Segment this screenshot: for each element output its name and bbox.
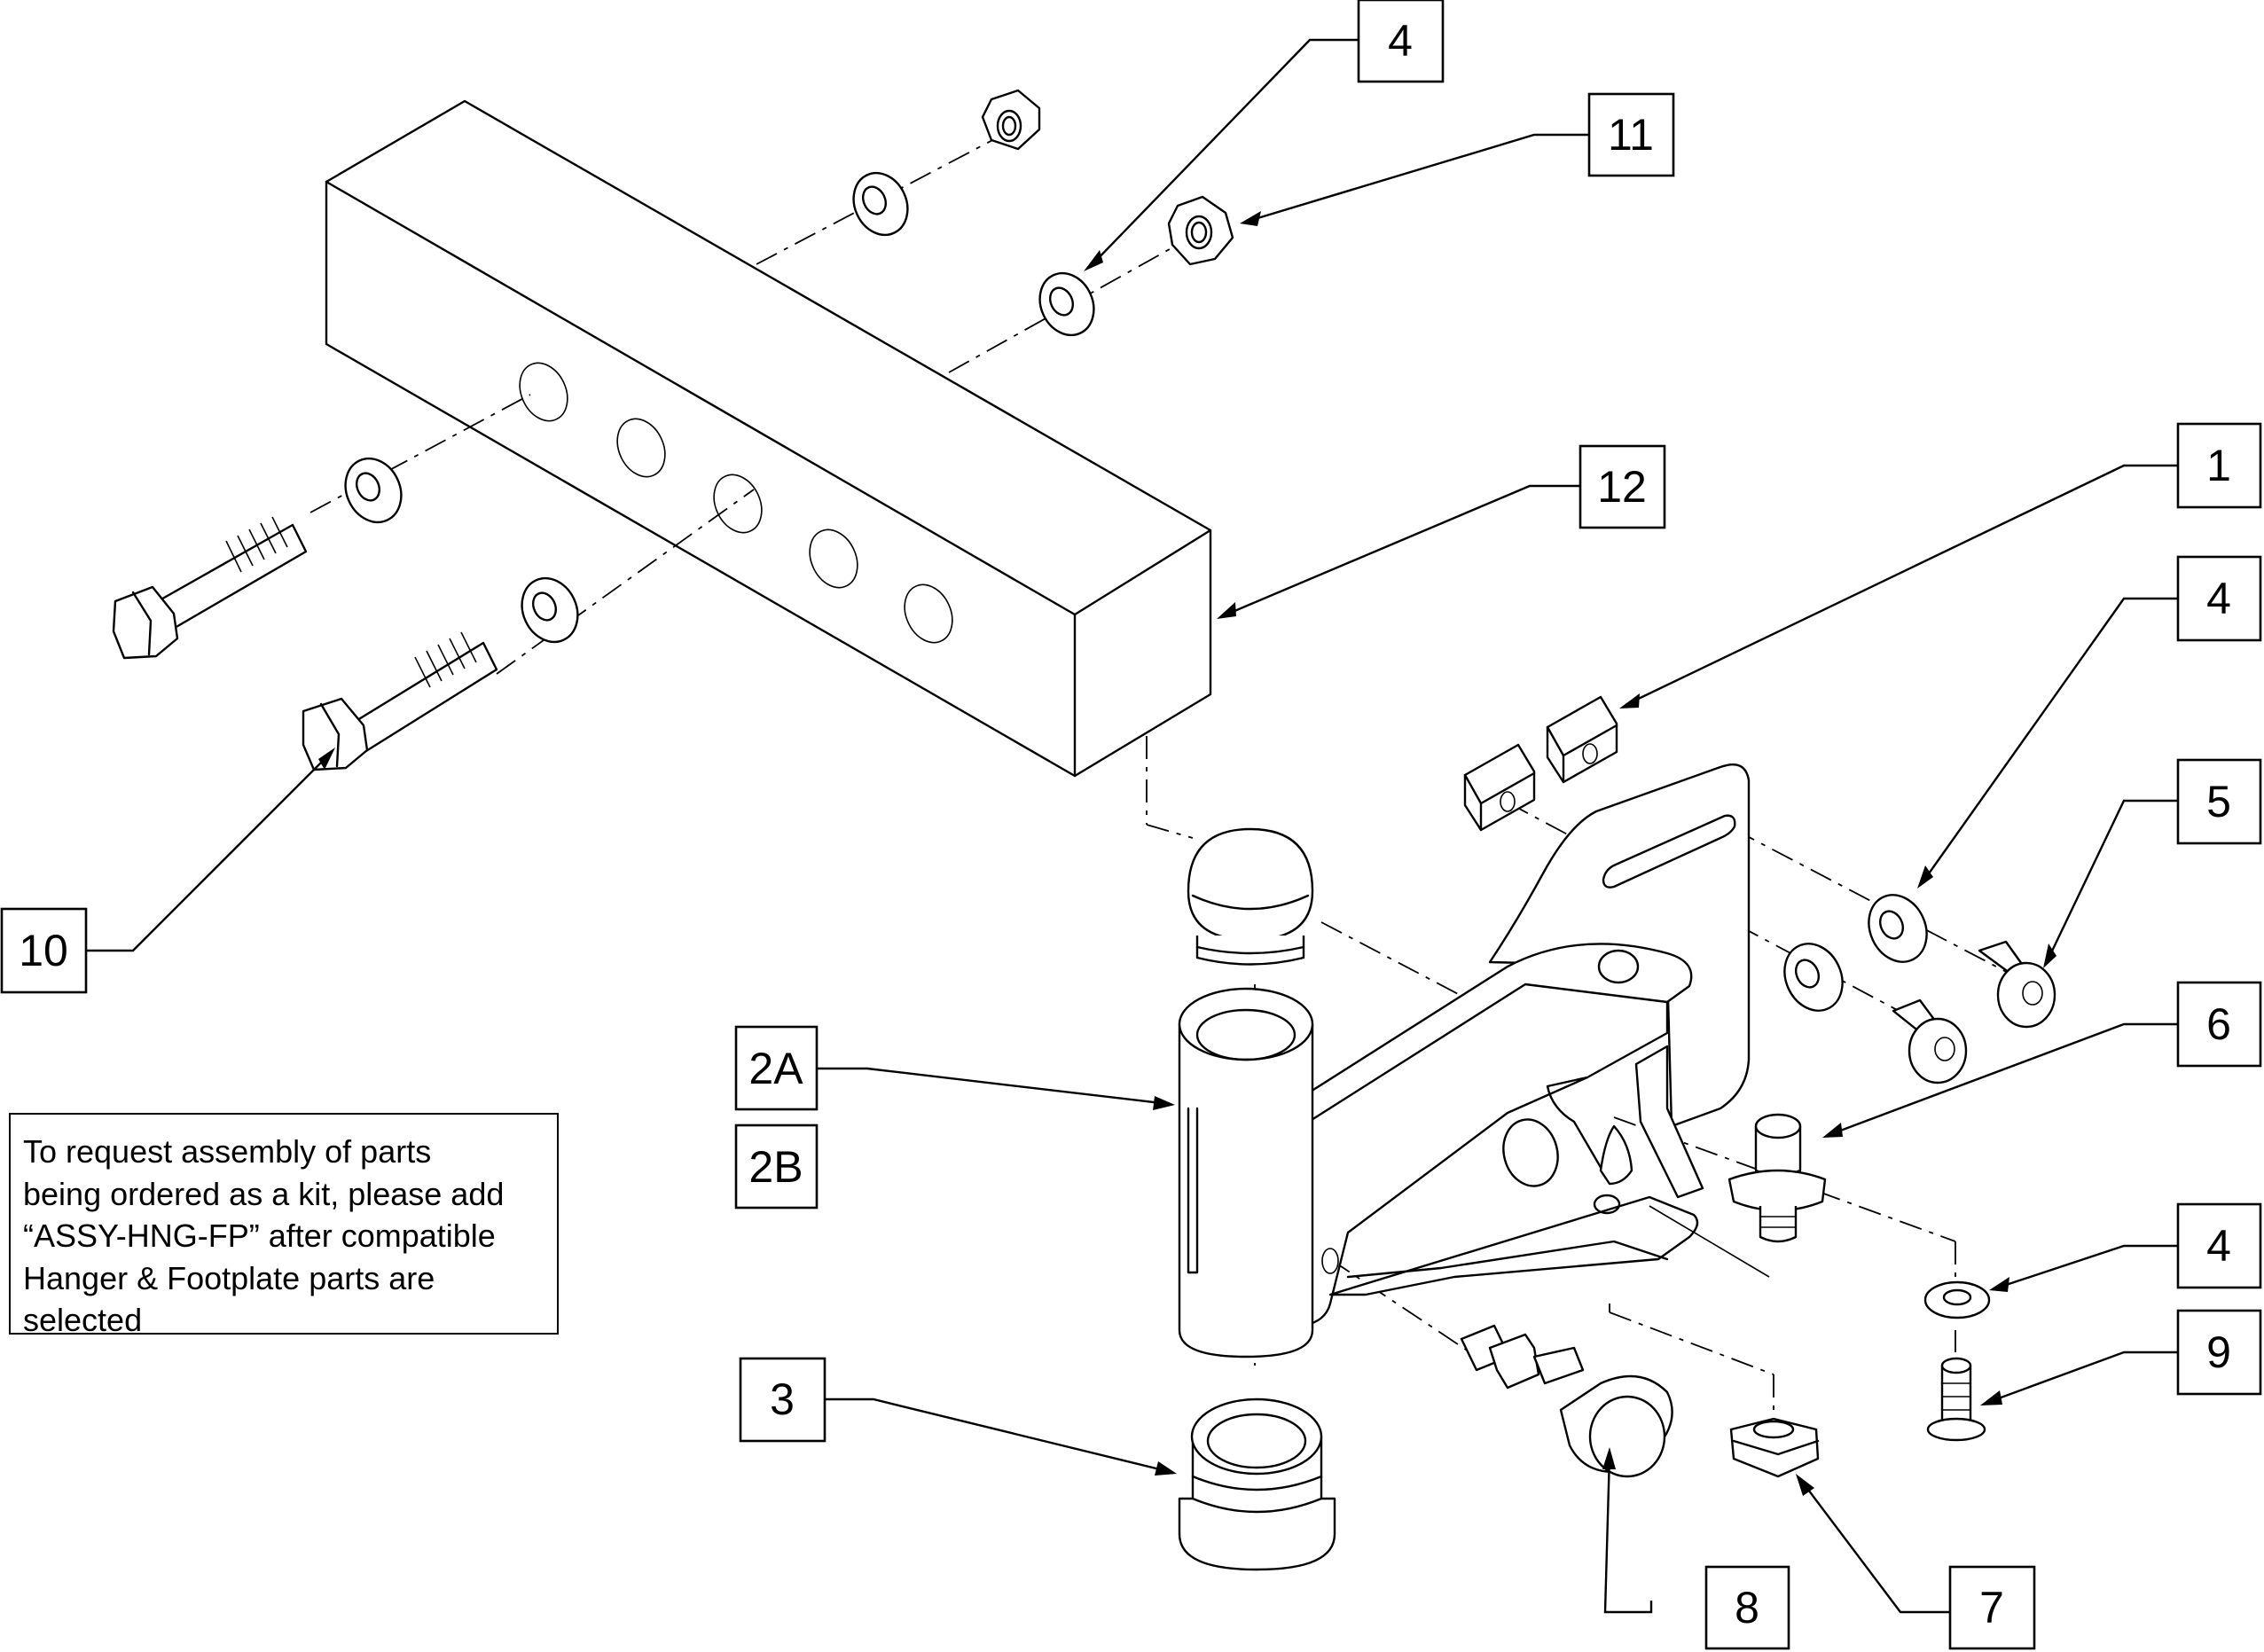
leader-lines [86, 38, 2178, 1614]
svg-text:4: 4 [2206, 574, 2231, 623]
washer-part-4-top [1038, 271, 1095, 337]
hex-nut-part-11 [1167, 195, 1234, 266]
svg-text:3: 3 [770, 1374, 795, 1424]
top-washer [852, 171, 909, 237]
hex-bolt-upper [112, 516, 308, 660]
stud-part-6 [1727, 1113, 1827, 1243]
bumper-bolt-part-8 [1460, 1324, 1673, 1478]
callout-4-middle: 4 [2176, 555, 2262, 642]
callout-4-top: 4 [1357, 0, 1445, 83]
note-line: To request assembly of parts [23, 1133, 432, 1170]
callout-1: 1 [2176, 422, 2262, 509]
callout-4-bottom: 4 [2176, 1202, 2262, 1289]
note-line: being ordered as a kit, please add [23, 1175, 505, 1212]
svg-text:12: 12 [1597, 462, 1647, 512]
bottom-bushing-part-3 [1178, 1398, 1336, 1571]
svg-text:4: 4 [2206, 1221, 2231, 1271]
hanger-bracket [1275, 763, 1770, 1327]
callout-2b: 2B [734, 1124, 819, 1210]
callout-2a: 2A [734, 1025, 819, 1111]
svg-text:2A: 2A [748, 1044, 803, 1093]
callout-9: 9 [2176, 1309, 2262, 1396]
svg-text:4: 4 [1388, 16, 1413, 66]
washer-left-upper [344, 457, 403, 524]
callout-5: 5 [2176, 758, 2262, 845]
hex-bolt-part-10 [302, 631, 498, 771]
washer-part-4-middle [1868, 894, 1928, 963]
screw-part-9 [1926, 1357, 1986, 1442]
button-screw-lower [1892, 998, 1968, 1084]
assembly-note: To request assembly of parts being order… [9, 1113, 559, 1338]
svg-text:7: 7 [1979, 1583, 2004, 1632]
hinge-tube-part-2a [1178, 987, 1314, 1358]
note-line: “ASSY-HNG-FP” after compatible [23, 1217, 496, 1254]
square-nut-part-1 [1546, 695, 1618, 784]
svg-text:9: 9 [2206, 1327, 2231, 1377]
note-line: selected [23, 1302, 143, 1338]
hex-nut-part-7 [1729, 1417, 1820, 1478]
square-nut-left [1463, 743, 1536, 832]
callout-10: 10 [0, 907, 88, 994]
button-screw-part-5 [1978, 940, 2056, 1029]
note-line: Hanger & Footplate parts are [23, 1259, 435, 1296]
svg-text:8: 8 [1735, 1583, 1759, 1632]
svg-text:6: 6 [2206, 999, 2231, 1049]
top-bushing-cap [1187, 827, 1314, 966]
washer-left-lower [521, 576, 579, 644]
svg-text:5: 5 [2206, 777, 2231, 826]
callout-7: 7 [1948, 1565, 2036, 1650]
callout-3: 3 [739, 1357, 826, 1443]
svg-text:1: 1 [2206, 441, 2231, 490]
callout-12: 12 [1579, 444, 1666, 529]
callout-11: 11 [1587, 92, 1675, 177]
svg-text:11: 11 [1608, 110, 1654, 160]
top-hex-nut [981, 89, 1041, 151]
svg-text:2B: 2B [748, 1142, 803, 1192]
mounting-block [325, 99, 1212, 778]
callout-8: 8 [1704, 1565, 1790, 1650]
callout-6: 6 [2176, 981, 2262, 1068]
svg-text:10: 10 [19, 926, 68, 975]
washer-middle-lower [1783, 943, 1844, 1012]
washer-part-4-bottom [1923, 1280, 1991, 1319]
